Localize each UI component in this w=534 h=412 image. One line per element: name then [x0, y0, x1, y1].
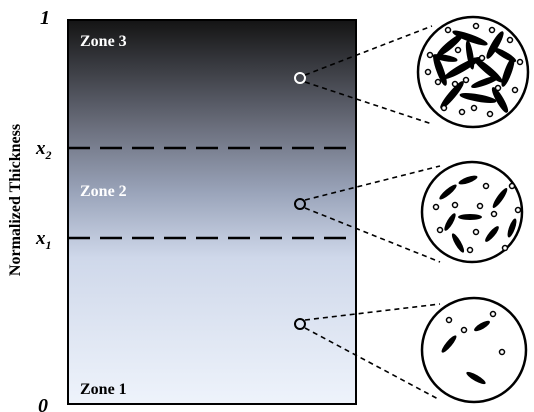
zone-3-microstructure — [416, 15, 530, 129]
zone-1-sample-marker — [294, 318, 306, 330]
zone-3-label: Zone 3 — [80, 33, 127, 50]
thickness-bar — [67, 19, 357, 405]
zone-2-microstructure — [420, 160, 524, 264]
axis-title: Normalized Thickness — [7, 124, 24, 276]
x1-label: x1 — [35, 228, 52, 252]
x2-label: x2 — [35, 138, 52, 162]
zone-2-sample-marker — [294, 198, 306, 210]
zone-1-label: Zone 1 — [80, 381, 127, 398]
zoom-connectors — [304, 25, 441, 401]
zone-2-label: Zone 2 — [80, 183, 127, 200]
zone-3-sample-marker — [294, 72, 306, 84]
axis-top-label: 1 — [40, 7, 50, 29]
axis-bottom-label: 0 — [38, 395, 48, 412]
zone-1-microstructure — [420, 296, 528, 404]
